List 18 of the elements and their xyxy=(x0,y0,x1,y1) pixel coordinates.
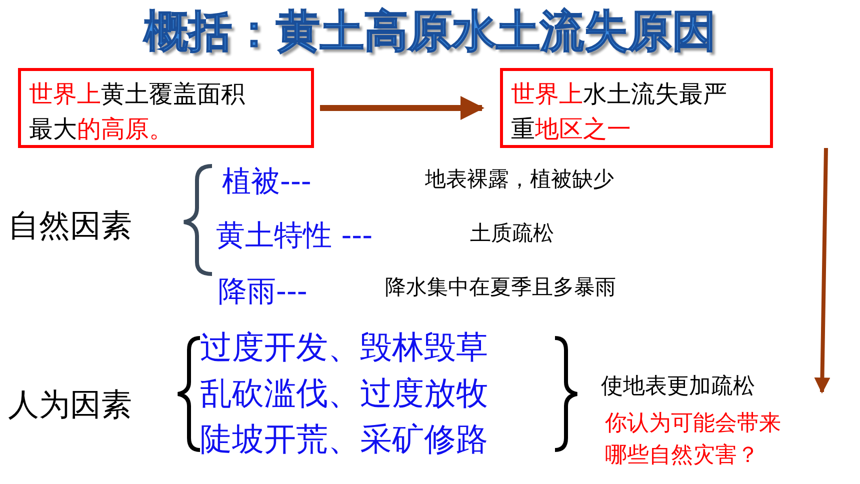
category-label: 自然因素 xyxy=(8,207,132,246)
effect-text: 使地表更加疏松 xyxy=(601,373,755,401)
question-text: 你认为可能会带来哪些自然灾害？ xyxy=(605,410,782,470)
activity-text: 陡坡开荒、采矿修路 xyxy=(200,419,488,460)
title: 概括：黄土高原水土流失原因 xyxy=(142,5,717,59)
text-box: 世界上水土流失最严重地区之一 xyxy=(500,68,773,148)
effect-text: 降水集中在夏季且多暴雨 xyxy=(385,274,616,301)
factor-label: 植被--- xyxy=(222,163,312,200)
factor-label: 黄土特性 --- xyxy=(216,217,373,254)
activity-text: 过度开发、毁林毁草 xyxy=(200,327,488,368)
arrow xyxy=(320,96,484,120)
effect-text: 地表裸露，植被缺少 xyxy=(425,166,614,193)
factor-label: 降雨--- xyxy=(218,273,308,310)
arrow xyxy=(814,148,830,394)
category-label: 人为因素 xyxy=(8,386,132,425)
activity-text: 乱砍滥伐、过度放牧 xyxy=(200,373,488,414)
effect-text: 土质疏松 xyxy=(470,220,554,247)
text-box: 世界上黄土覆盖面积最大的高原。 xyxy=(18,68,314,148)
